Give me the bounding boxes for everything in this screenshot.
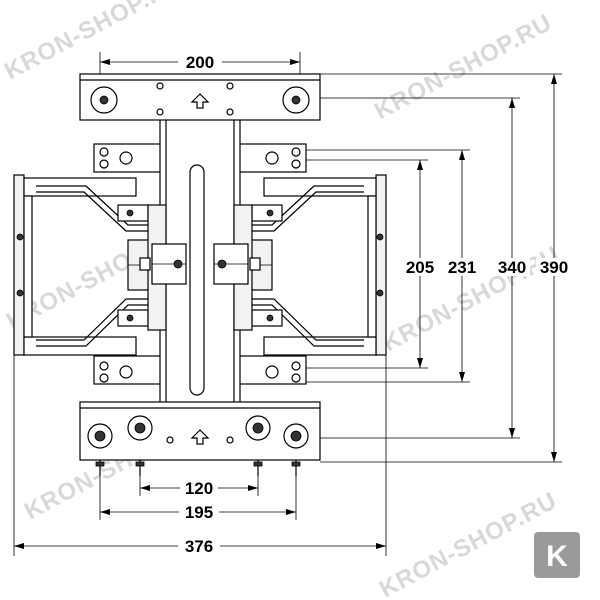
left-wall-plate — [13, 174, 151, 356]
kron-logo: K — [534, 532, 580, 578]
watermark-bottom-right: KRON-SHOP.RU — [375, 487, 562, 600]
watermark-top-right: KRON-SHOP.RU — [370, 9, 557, 125]
dim-top-200: 200 — [186, 53, 214, 72]
bottom-tv-plate — [79, 401, 321, 476]
dimension-labels: 200 205 231 340 390 120 195 376 — [178, 53, 572, 556]
dim-bottom-120: 120 — [185, 479, 213, 498]
logo-badge — [534, 532, 580, 578]
up-arrow-icon — [190, 93, 210, 109]
dim-bottom-195: 195 — [185, 503, 213, 522]
central-column — [139, 117, 261, 409]
dim-height-205: 205 — [406, 258, 434, 277]
logo-letter: K — [546, 540, 568, 573]
dim-height-340: 340 — [498, 258, 526, 277]
top-tv-plate — [79, 73, 321, 121]
right-wall-plate — [249, 174, 387, 356]
upper-brackets — [93, 143, 307, 173]
watermark-top-left: KRON-SHOP.RU — [0, 0, 187, 85]
up-arrow-icon — [190, 429, 210, 445]
dim-overall-376: 376 — [185, 537, 213, 556]
dim-height-390: 390 — [540, 258, 568, 277]
dim-height-231: 231 — [448, 258, 476, 277]
